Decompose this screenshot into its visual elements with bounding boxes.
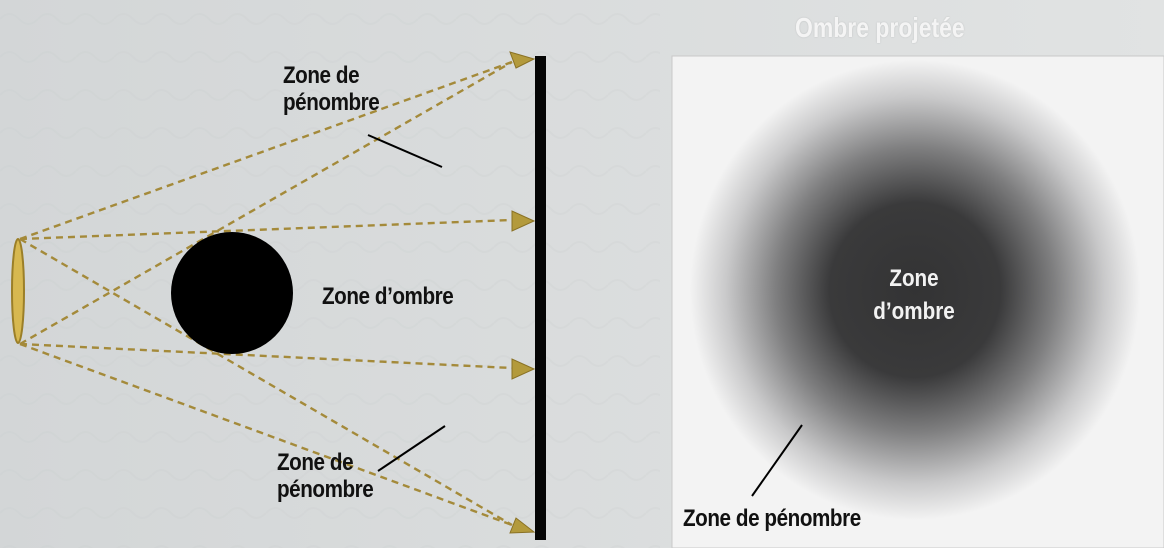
umbra-label: Zone d’ombre [322, 283, 454, 310]
panel-umbra-label: Zone d’ombre [869, 262, 958, 328]
wave-texture [0, 0, 660, 548]
penumbra-top-label: Zone de pénombre [283, 62, 380, 116]
screen [535, 56, 546, 540]
projected-shadow [690, 60, 1140, 520]
pointer-line-bottom [377, 425, 446, 472]
penumbra-bottom-line1: Zone de [277, 449, 354, 476]
opaque-ball [171, 232, 293, 354]
ray-bottom-outer [19, 342, 513, 527]
pointer-line-panel [751, 424, 803, 497]
panel-umbra-line1: Zone [889, 265, 939, 292]
panel-umbra-line2: d’ombre [873, 298, 955, 325]
ray-cross-up [19, 60, 513, 346]
arrowhead-bottom [509, 517, 536, 534]
penumbra-top-line2: pénombre [283, 89, 380, 116]
arrowheads [509, 51, 536, 534]
arrowhead-lower-mid [511, 358, 536, 380]
penumbra-bottom-label: Zone de pénombre [277, 449, 374, 503]
projected-shadow-title: Ombre projetée [795, 12, 965, 43]
panel-penumbra-label: Zone de pénombre [683, 505, 861, 532]
arrowhead-upper-mid [511, 210, 536, 232]
penumbra-bottom-line2: pénombre [277, 476, 374, 503]
light-source [11, 238, 25, 344]
ray-bottom-inner [19, 342, 513, 370]
light-rays [19, 60, 513, 527]
ray-cross-down [19, 237, 513, 527]
ray-top-outer [19, 60, 513, 241]
arrowhead-top [509, 51, 536, 69]
ray-top-inner [19, 218, 513, 241]
penumbra-top-line1: Zone de [283, 62, 360, 89]
pointer-line-top [367, 134, 443, 168]
